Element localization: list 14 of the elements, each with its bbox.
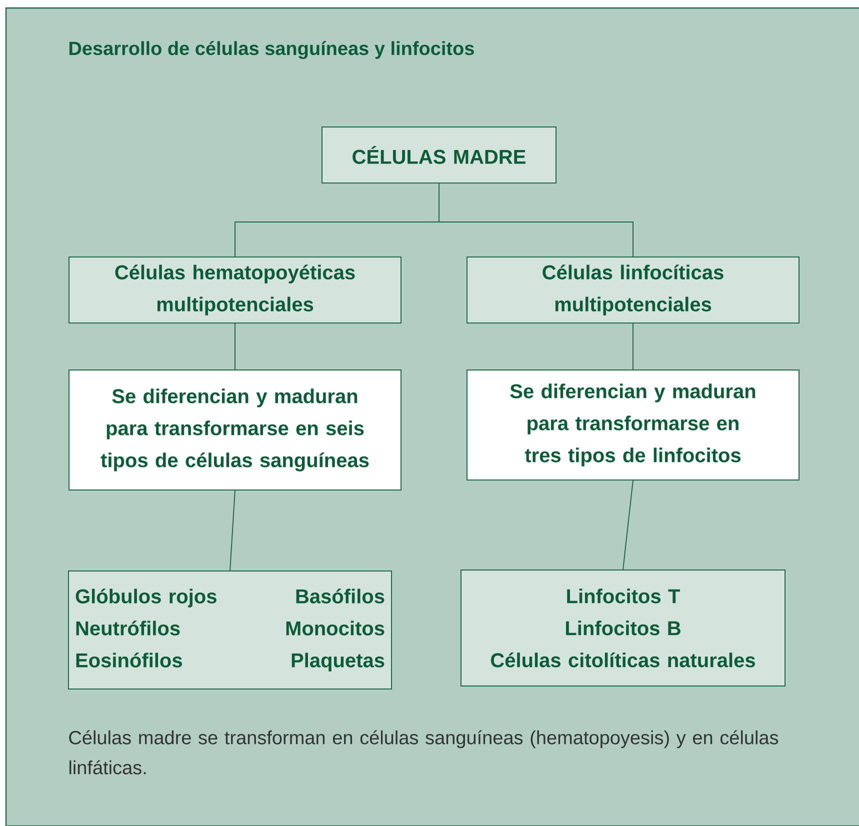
cell-group-box: Linfocitos T Linfocitos B Células citolíticas naturales: [460, 570, 786, 686]
title: Desarrollo de células sanguíneas y linfocitos: [69, 41, 474, 59]
connector-line: [632, 323, 634, 370]
description-box: Se diferencian y maduran para transformarse en tres tipos de linfocitos: [466, 370, 800, 480]
process-box: Células linfocíticas multipotenciales: [466, 256, 800, 324]
caption: Células madre se transforman en células sanguíneas (hematopoyesis) y en células linfáticas.: [69, 730, 778, 774]
connector-line: [230, 490, 236, 571]
connector-line: [234, 323, 236, 370]
process-box: CÉLULAS MADRE: [322, 126, 556, 184]
connector-line: [438, 183, 634, 257]
process-box: Células hematopoyéticas multipotenciales: [68, 256, 402, 324]
description-box: Se diferencian y maduran para transformarse en seis tipos de células sanguíneas: [68, 370, 402, 490]
cell-group-box: Glóbulos rojos Basófilos Neutrófilos Monocitos Eosinófilos Plaquetas: [68, 570, 392, 690]
connector-line: [622, 480, 634, 570]
